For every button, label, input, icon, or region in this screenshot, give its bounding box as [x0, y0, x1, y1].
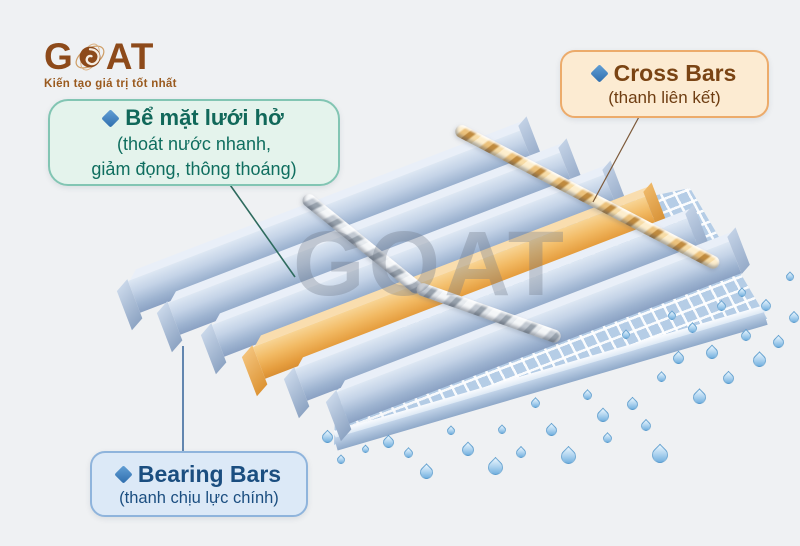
callout-cross-subtitle: (thanh liên kết): [608, 88, 721, 107]
water-drop: [750, 351, 769, 370]
water-drop: [720, 370, 737, 387]
goat-head-icon: [75, 43, 105, 70]
callout-mesh-title: Bể mặt lưới hở: [125, 105, 284, 131]
water-drop: [770, 334, 787, 351]
brand-text-g: G: [44, 36, 74, 77]
water-drop: [670, 350, 687, 367]
water-drop: [703, 344, 721, 362]
callout-mesh-surface: Bể mặt lưới hở (thoát nước nhanh, giảm đ…: [48, 99, 340, 186]
callout-bearing-title: Bearing Bars: [137, 460, 282, 487]
callout-bearing-bars: Bearing Bars (thanh chịu lực chính): [90, 451, 308, 517]
water-drop: [638, 418, 654, 434]
water-drop: [402, 447, 415, 460]
water-drop: [594, 407, 612, 425]
water-drop: [513, 445, 529, 461]
water-drop: [648, 443, 672, 467]
water-drop: [496, 424, 508, 436]
water-drop: [581, 389, 594, 402]
water-drop: [459, 441, 477, 459]
callout-bearing-subtitle: (thanh chịu lực chính): [119, 488, 279, 507]
brand-text-at: AT: [105, 36, 155, 77]
water-drop: [529, 397, 542, 410]
water-drop: [445, 425, 457, 437]
brand-wordmark: G AT: [44, 38, 177, 75]
water-drop: [360, 444, 371, 455]
water-drop: [319, 429, 336, 446]
diamond-icon: [101, 108, 120, 128]
brand-tagline: Kiến tạo giá trị tốt nhất: [44, 78, 177, 90]
brand-logo: G AT Kiến tạo giá trị tốt nhất: [44, 38, 177, 90]
callout-mesh-subtitle-2: giảm đọng, thông thoáng): [91, 158, 297, 179]
water-drop: [335, 454, 347, 466]
water-drop: [417, 463, 436, 482]
callout-mesh-subtitle-1: (thoát nước nhanh,: [117, 134, 271, 155]
water-drop: [557, 445, 580, 468]
water-drop: [601, 432, 614, 445]
water-drop: [655, 371, 668, 384]
callout-cross-title: Cross Bars: [613, 60, 737, 86]
water-drop: [784, 271, 796, 283]
diamond-icon: [589, 64, 609, 83]
water-drop: [484, 456, 507, 479]
water-drop: [543, 422, 560, 439]
diamond-icon: [114, 464, 133, 484]
water-drop: [786, 310, 800, 326]
water-drop: [690, 388, 709, 407]
water-drop: [624, 396, 641, 413]
callout-cross-bars: Cross Bars (thanh liên kết): [560, 50, 769, 118]
